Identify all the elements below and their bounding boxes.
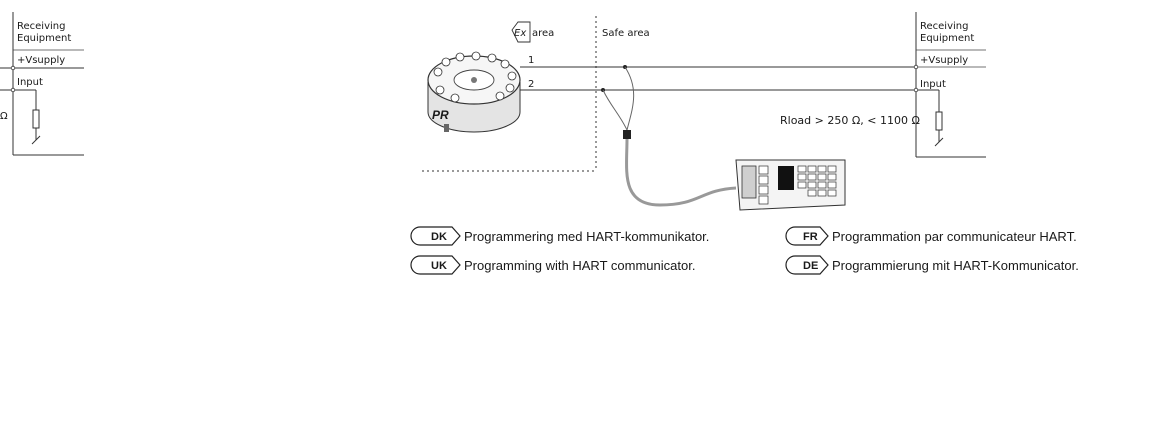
loop-wires: 1 2 [520,55,916,92]
ex-symbol-icon [511,21,531,43]
caption-fr: FR Programmation par communicateur HART. [785,226,1077,246]
caption-uk-text: Programming with HART communicator. [464,258,695,273]
hart-connector [623,130,631,139]
right-resistor [935,111,943,131]
badge-fr [785,226,829,246]
right-terminal-2 [913,87,919,93]
rload-label: Rload > 250 Ω, < 1100 Ω [780,114,920,127]
left-title-line2: Equipment [17,33,71,44]
left-receiving-equipment: Receiving Equipment +Vsupply Input Ω [0,12,84,156]
badge-de-code: DE [803,260,818,272]
badge-uk-code: UK [431,260,447,272]
hart-communicator [735,159,846,211]
caption-dk: DK Programmering med HART-kommunikator. [410,226,709,246]
transmitter-device: PR [427,51,521,133]
safe-area-label: Safe area [602,28,650,39]
device-logo: PR [432,108,449,122]
wire-2-label: 2 [528,79,534,90]
left-input-label: Input [17,77,43,88]
caption-dk-text: Programmering med HART-kommunikator. [464,229,709,244]
left-resistor [32,109,40,129]
ex-area-text: area [532,28,554,39]
left-title-line1: Receiving [17,21,65,32]
right-title-line1: Receiving [920,21,968,32]
right-title-line2: Equipment [920,33,974,44]
badge-dk [410,226,461,246]
right-terminal-1 [913,64,919,70]
wire-1-label: 1 [528,55,534,66]
caption-uk: UK Programming with HART communicator. [410,255,695,275]
badge-de [785,255,829,275]
left-terminal-2 [10,87,16,93]
caption-de: DE Programmierung mit HART-Kommunicator. [785,255,1079,275]
caption-fr-text: Programmation par communicateur HART. [832,229,1077,244]
caption-de-text: Programmierung mit HART-Kommunicator. [832,258,1079,273]
hazard-boundary [422,16,597,172]
badge-fr-code: FR [803,231,818,243]
right-receiving-equipment: Receiving Equipment +Vsupply Input Rload… [780,12,986,158]
badge-dk-code: DK [431,231,447,243]
left-ohm-label: Ω [0,111,8,122]
ex-area-label: Ex area [511,21,554,43]
right-input-label: Input [920,79,946,90]
left-terminal-1 [10,65,16,71]
ex-symbol-text: Ex [514,28,526,39]
right-vsupply-label: +Vsupply [920,55,968,66]
badge-uk [410,255,461,275]
hart-leads [602,66,737,207]
left-vsupply-label: +Vsupply [17,55,65,66]
